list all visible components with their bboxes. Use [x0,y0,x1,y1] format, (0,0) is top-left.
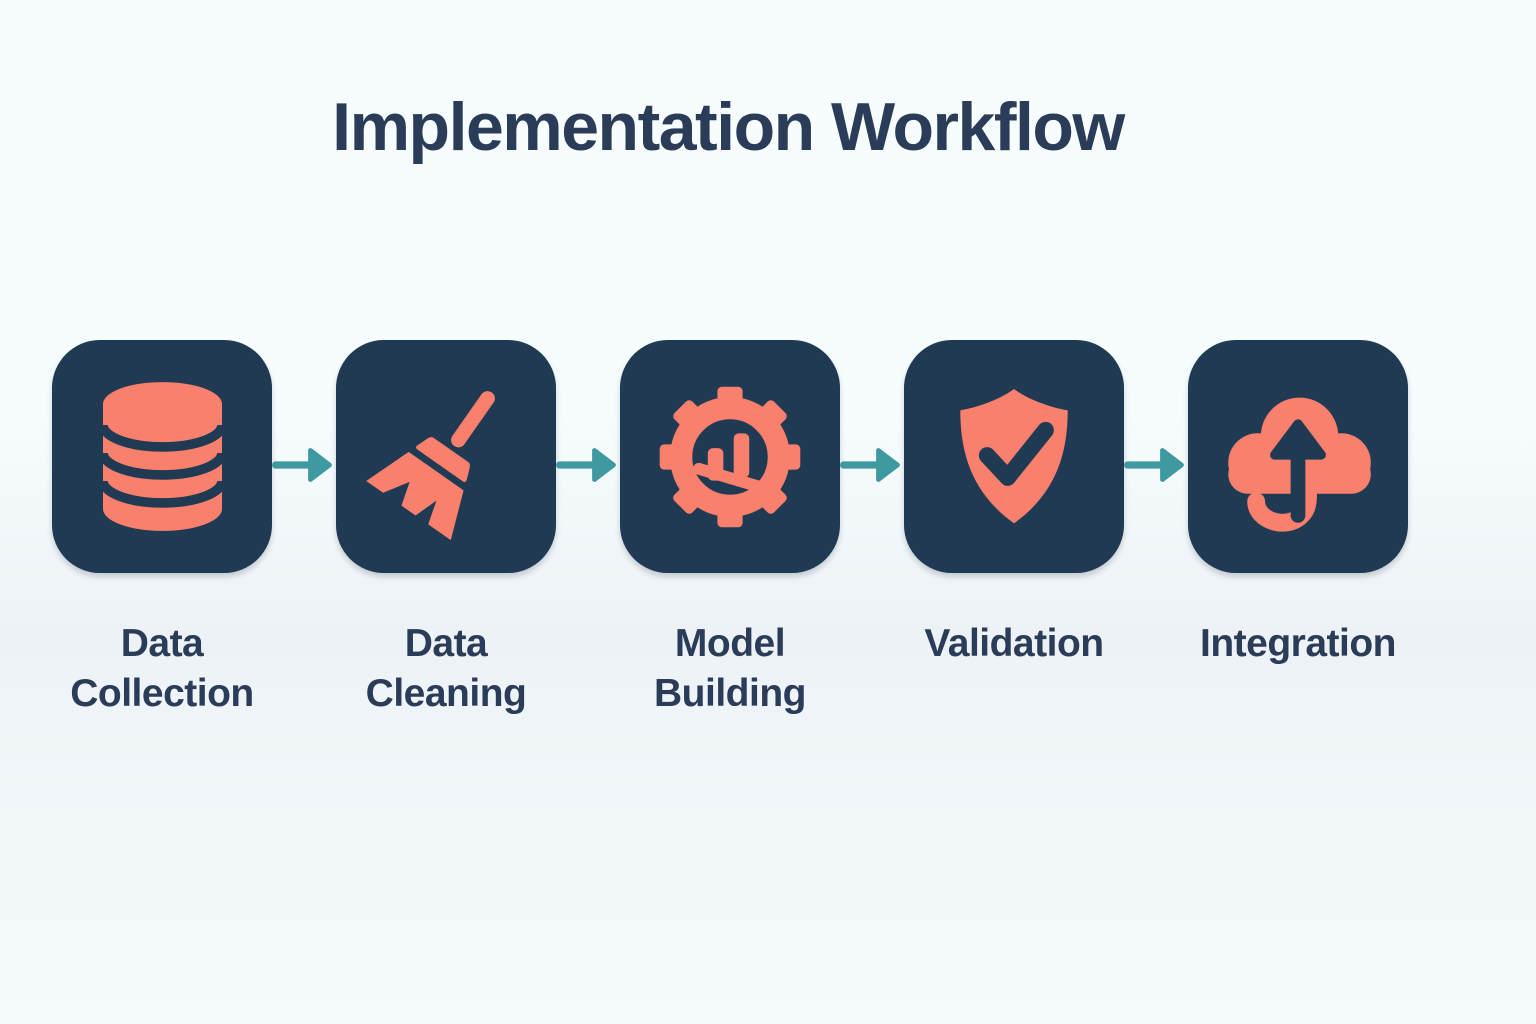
gear-chart-icon [659,386,801,527]
step-tile [52,340,272,573]
cloud-upload-icon [1228,397,1371,532]
step-model-building: Model Building [620,340,840,719]
step-tile [1188,340,1408,573]
arrow-right-icon [1124,448,1184,482]
database-icon [97,382,227,531]
workflow-flow: Data Collection Data Cleaning [52,340,1408,719]
step-tile [904,340,1124,573]
arrow-right-icon [840,448,900,482]
step-label: Validation [924,622,1104,665]
arrow-right-icon [556,448,616,482]
shield-check-icon [960,388,1068,523]
step-label: Data Collection [70,622,254,715]
step-data-cleaning: Data Cleaning [336,340,556,719]
step-data-collection: Data Collection [52,340,272,719]
step-tile [620,340,840,573]
broom-icon [366,390,495,540]
step-label: Integration [1200,622,1397,665]
step-validation: Validation [904,340,1124,669]
step-label: Model Building [654,622,806,715]
step-tile [336,340,556,573]
page-title: Implementation Workflow [332,89,1125,165]
step-integration: Integration [1188,340,1408,669]
step-label: Data Cleaning [365,622,527,715]
arrow-right-icon [272,448,332,482]
